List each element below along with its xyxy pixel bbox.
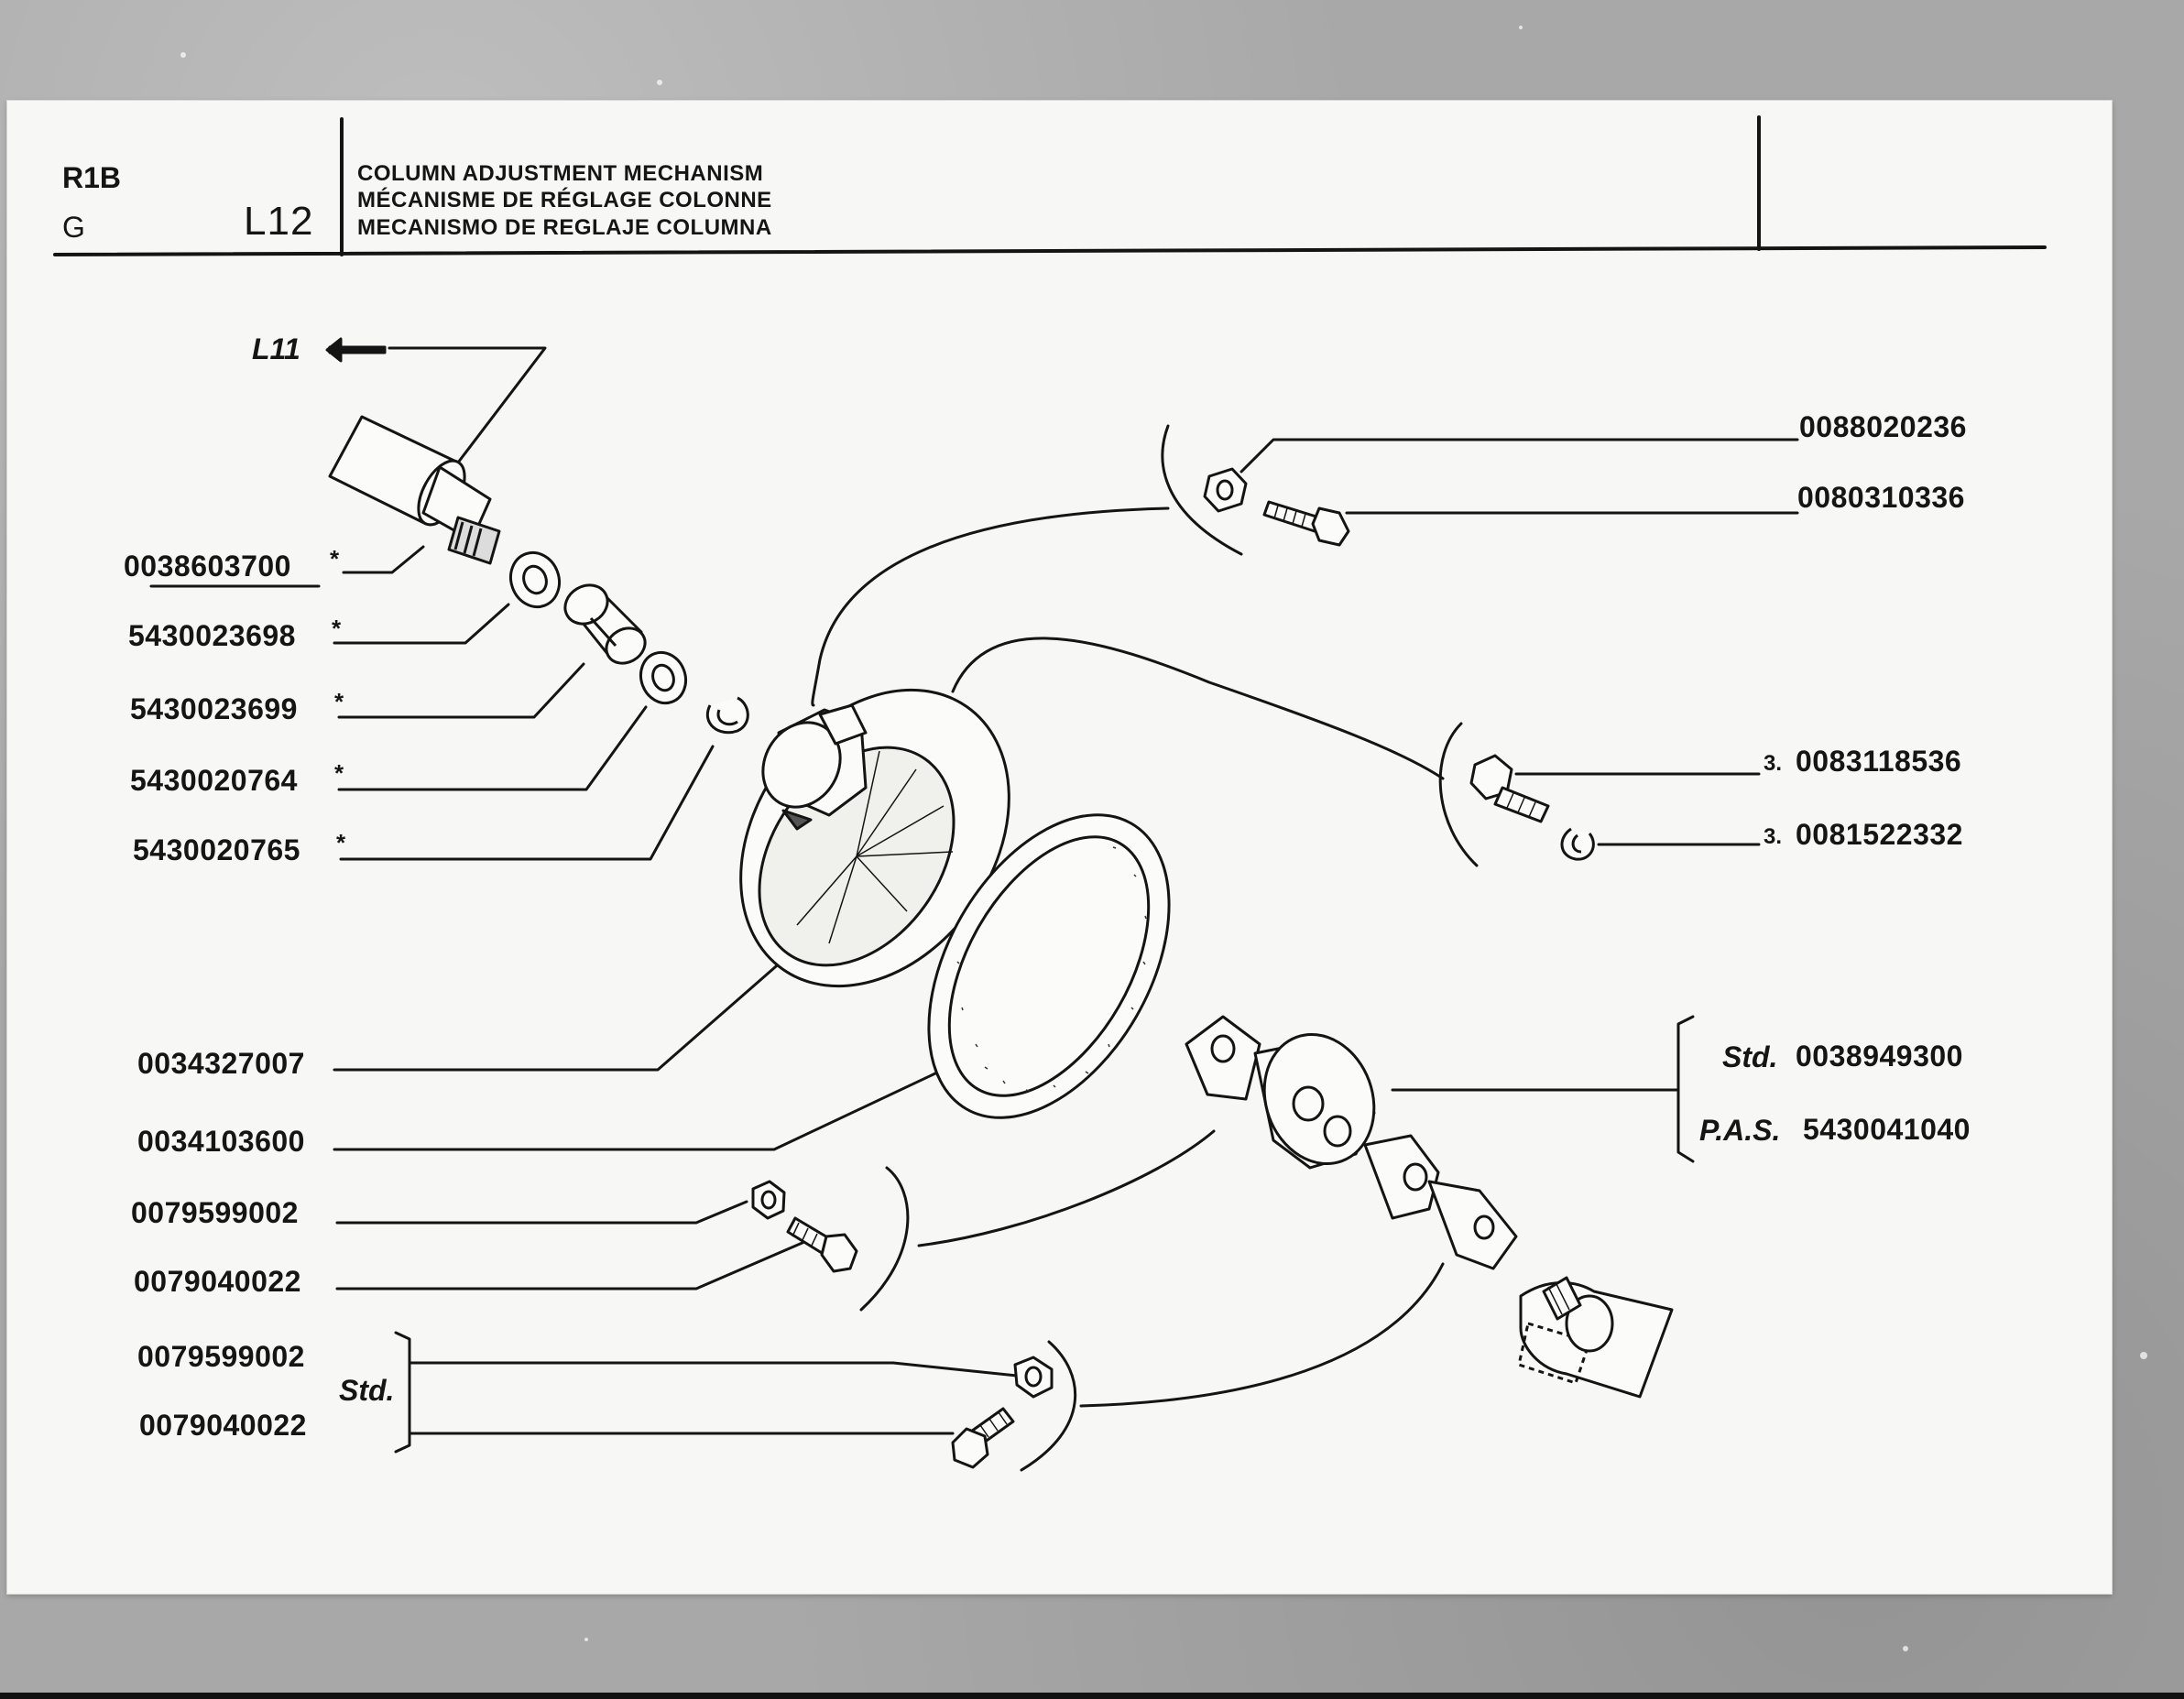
bolt-std: [951, 1407, 1015, 1469]
service-marker: *: [334, 688, 344, 715]
bolt-0083118536: [1469, 754, 1550, 823]
leader-l11: [388, 346, 547, 464]
reference-arrow-head: [325, 337, 343, 363]
connector-top: [811, 506, 1170, 707]
universal-joint: [1185, 1015, 1518, 1270]
bolt-0079040022: [786, 1216, 858, 1273]
part-number: 5430041040: [1803, 1113, 1971, 1146]
leader-0034327007: [333, 953, 792, 1072]
variant-bracket: [1676, 1015, 1695, 1163]
clamp-arc-mid: [1438, 722, 1479, 867]
leader-0088020236: [1239, 438, 1799, 474]
leader-5430020765: [339, 745, 715, 861]
quantity: 3.: [1764, 824, 1783, 849]
washer-part: [639, 650, 688, 705]
title-english: COLUMN ADJUSTMENT MECHANISM: [357, 161, 764, 186]
connector-mid: [951, 637, 1445, 780]
part-number: 0079040022: [134, 1265, 301, 1298]
part-number: 0081522332: [1796, 818, 1963, 851]
quantity: 3.: [1764, 751, 1783, 776]
leader-0079599002-a: [335, 1200, 748, 1225]
title-french: MÉCANISME DE RÉGLAGE COLONNE: [357, 188, 772, 212]
title-spanish: MECANISMO DE REGLAJE COLUMNA: [357, 215, 772, 240]
pinion-flange: [1517, 1276, 1674, 1399]
std-bracket: [394, 1331, 411, 1454]
page-code: L12: [244, 199, 314, 244]
part-number: 0079599002: [131, 1196, 299, 1229]
service-marker: *: [336, 829, 346, 856]
leader-0038603700: [342, 545, 425, 574]
leader-5430020764: [337, 705, 648, 791]
reference-label: L11: [252, 332, 300, 365]
circlip-0081522332: [1560, 827, 1595, 861]
std-group-label: Std.: [339, 1374, 395, 1407]
service-marker: *: [330, 545, 340, 572]
clamp-arc-bottom: [1020, 1340, 1077, 1472]
connector-bottom: [1079, 1262, 1445, 1408]
nut-0088020236: [1203, 467, 1248, 513]
part-number: 0038949300: [1796, 1040, 1963, 1073]
part-number: 5430023698: [128, 619, 296, 652]
leader-5430023698: [333, 603, 510, 645]
sleeve-part: [563, 583, 647, 665]
leader-0034103600: [333, 1063, 955, 1151]
bolt-0080310336: [1262, 500, 1350, 547]
mounting-plate: [739, 688, 1010, 988]
gasket-ring: [927, 813, 1171, 1119]
column-shaft: [328, 415, 501, 565]
part-number: 0079040022: [139, 1409, 307, 1442]
part-number: 0083118536: [1796, 745, 1962, 778]
header-rule: [53, 245, 2047, 256]
service-marker: *: [334, 759, 344, 787]
part-number: 0080310336: [1797, 481, 1965, 514]
variant-label: P.A.S.: [1699, 1114, 1781, 1147]
part-number: 0034327007: [137, 1047, 305, 1080]
nut-0079599002: [751, 1180, 786, 1220]
clamp-arc-top: [1161, 424, 1243, 556]
scan-specks: [180, 26, 2147, 1651]
nut-std: [1013, 1356, 1054, 1399]
clamp-arc-lower: [859, 1166, 910, 1312]
part-number: 0034103600: [137, 1125, 305, 1158]
scan-edge: [0, 1693, 2184, 1699]
part-number: 5430023699: [130, 692, 298, 725]
bush-part: [509, 550, 561, 609]
part-number: 5430020765: [133, 833, 300, 866]
circlip-part: [705, 696, 749, 735]
leader-5430023699: [337, 662, 585, 719]
leader-0079040022-a: [335, 1240, 806, 1291]
model-code: R1B: [62, 161, 122, 194]
part-number: 0038603700: [124, 550, 291, 583]
leader-0079599002-b: [408, 1361, 1019, 1378]
gasket-texture: [956, 846, 1147, 1092]
service-marker: *: [332, 615, 342, 642]
part-number: 0079599002: [137, 1340, 305, 1373]
variant-label: Std.: [1722, 1040, 1778, 1073]
part-number: 0088020236: [1799, 410, 1967, 443]
variant-code: G: [62, 211, 85, 244]
part-number: 5430020764: [130, 764, 298, 797]
connector-lower: [917, 1129, 1216, 1247]
